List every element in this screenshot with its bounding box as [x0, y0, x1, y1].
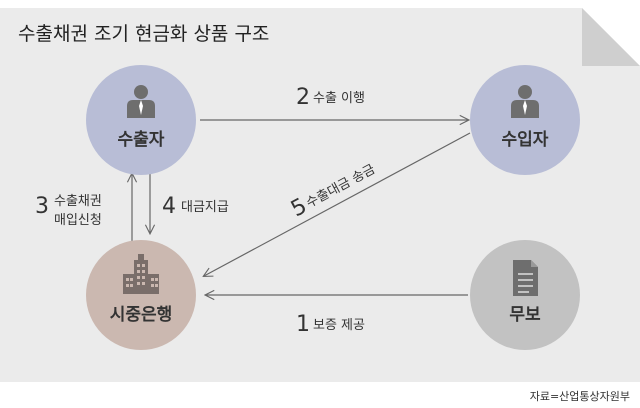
node-importer: 수입자 [470, 65, 580, 175]
step-2-label: 2 수출 이행 [296, 85, 365, 110]
diagram-title: 수출채권 조기 현금화 상품 구조 [18, 23, 269, 45]
importer-circle [470, 65, 580, 175]
node-exporter: 수출자 [86, 65, 196, 175]
step-1-label: 1 보증 제공 [296, 312, 365, 337]
arrow-5-importer-to-bank [204, 132, 471, 276]
source-credit: 자료=산업통상자원부 [530, 390, 630, 403]
step-3-label: 3 수출채권 매입신청 [35, 194, 102, 228]
step-3-text-line2: 매입신청 [54, 213, 102, 228]
step-3-text-line1: 수출채권 [54, 194, 102, 209]
folded-corner [582, 8, 640, 66]
step-4-number: 4 [162, 194, 176, 219]
exporter-circle [86, 65, 196, 175]
bank-circle [86, 240, 196, 350]
step-1-number: 1 [296, 312, 310, 337]
node-ksure: 무보 [470, 240, 580, 350]
ksure-label: 무보 [509, 305, 541, 325]
bank-label: 시중은행 [110, 305, 173, 325]
exporter-label: 수출자 [118, 130, 165, 150]
document-icon [513, 260, 538, 296]
person-icon [127, 85, 155, 118]
step-4-label: 4 대금지급 [162, 194, 229, 219]
step-4-text: 대금지급 [181, 200, 229, 215]
importer-label: 수입자 [502, 130, 549, 150]
step-2-number: 2 [296, 85, 310, 110]
node-bank: 시중은행 [86, 240, 196, 350]
person-icon [511, 85, 539, 118]
step-1-text: 보증 제공 [313, 318, 365, 333]
step-3-number: 3 [35, 194, 49, 219]
step-2-text: 수출 이행 [313, 90, 365, 106]
building-icon [123, 254, 159, 294]
